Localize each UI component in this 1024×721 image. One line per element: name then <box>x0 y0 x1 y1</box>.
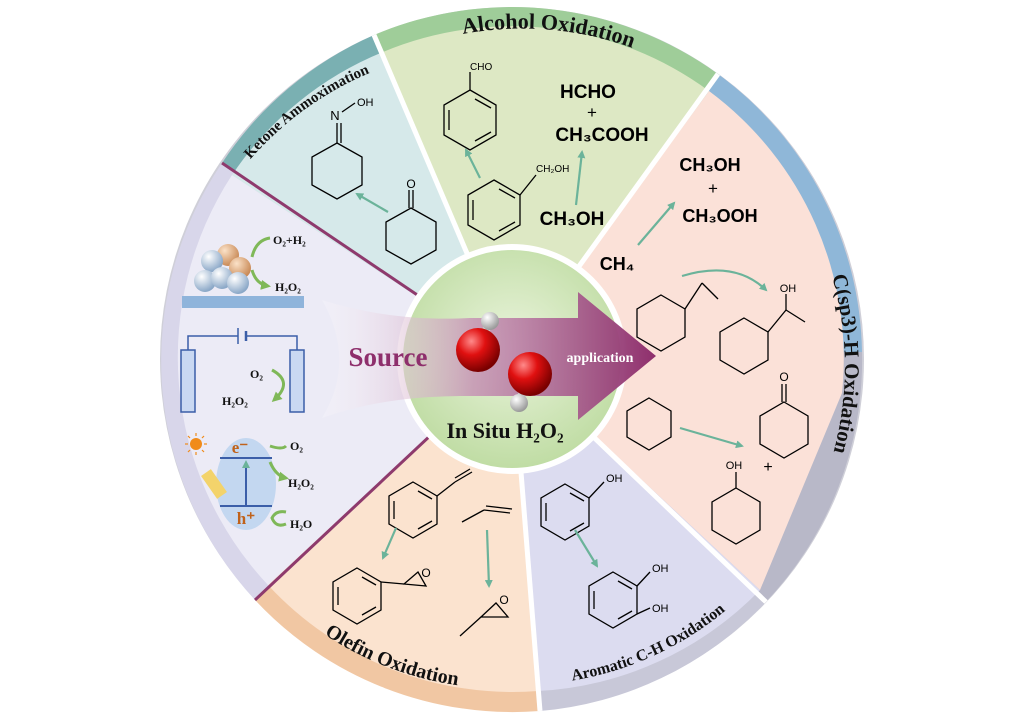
svg-text:CH₃COOH: CH₃COOH <box>555 125 648 146</box>
svg-text:+: + <box>763 459 772 476</box>
h-plus-label: h⁺ <box>237 509 255 528</box>
center-title: In Situ H₂O₂ <box>446 418 564 443</box>
source-panel: O₂+H₂ H₂O₂ O₂ H₂O₂ <box>180 233 314 531</box>
svg-text:HCHO: HCHO <box>560 82 616 103</box>
svg-text:OH: OH <box>652 603 669 615</box>
svg-text:OH: OH <box>652 563 669 575</box>
application-label: application <box>567 351 634 366</box>
svg-text:CH₃OH: CH₃OH <box>540 209 605 230</box>
source-label: Source <box>349 342 428 372</box>
o2-h2-label: O₂+H₂ <box>273 233 306 247</box>
aromatic-oxidation-content: OH OH OH <box>540 473 669 629</box>
e-minus-label: e⁻ <box>232 438 249 457</box>
svg-text:CH₃OH: CH₃OH <box>679 155 740 175</box>
alcohol-oxidation-content: CHO CH₂OH HCHO + CH₃COOH CH₃OH <box>443 62 649 241</box>
h2o2-molecule-icon <box>456 312 552 412</box>
h2o-low-label: H₂O <box>290 517 312 531</box>
svg-text:CH₂OH: CH₂OH <box>536 164 569 175</box>
electrochemical-cell-icon <box>180 328 305 413</box>
sector-alcohol <box>383 26 709 360</box>
svg-text:CHO: CHO <box>470 62 492 73</box>
photocatalysis-icon <box>185 433 289 530</box>
svg-text:N: N <box>330 108 339 123</box>
olefin-oxidation-content: O O <box>332 468 513 637</box>
ketone-ammoximation-content: N OH O <box>311 97 437 265</box>
h2o2-mid-label: H₂O₂ <box>222 394 248 408</box>
svg-text:O: O <box>406 177 415 191</box>
h2o2-top-label: H₂O₂ <box>275 280 301 294</box>
svg-text:OH: OH <box>726 460 743 472</box>
o2-mid-label: O₂ <box>250 367 263 381</box>
h2o2-low-label: H₂O₂ <box>288 476 314 490</box>
svg-text:O: O <box>499 593 508 607</box>
csp3-oxidation-content: CH₃OH + CH₃OOH CH₄ OH O + OH <box>600 155 809 545</box>
svg-text:OH: OH <box>357 97 374 109</box>
svg-text:+: + <box>708 179 718 198</box>
svg-text:OH: OH <box>780 283 797 295</box>
catalyst-particles-icon <box>182 236 304 308</box>
svg-text:O: O <box>421 566 430 580</box>
svg-text:OH: OH <box>606 473 623 485</box>
svg-text:CH₄: CH₄ <box>600 254 635 274</box>
svg-text:CH₃OOH: CH₃OOH <box>682 206 757 226</box>
svg-text:+: + <box>587 103 597 122</box>
o2-low-label: O₂ <box>290 439 303 453</box>
svg-text:O: O <box>779 370 788 384</box>
